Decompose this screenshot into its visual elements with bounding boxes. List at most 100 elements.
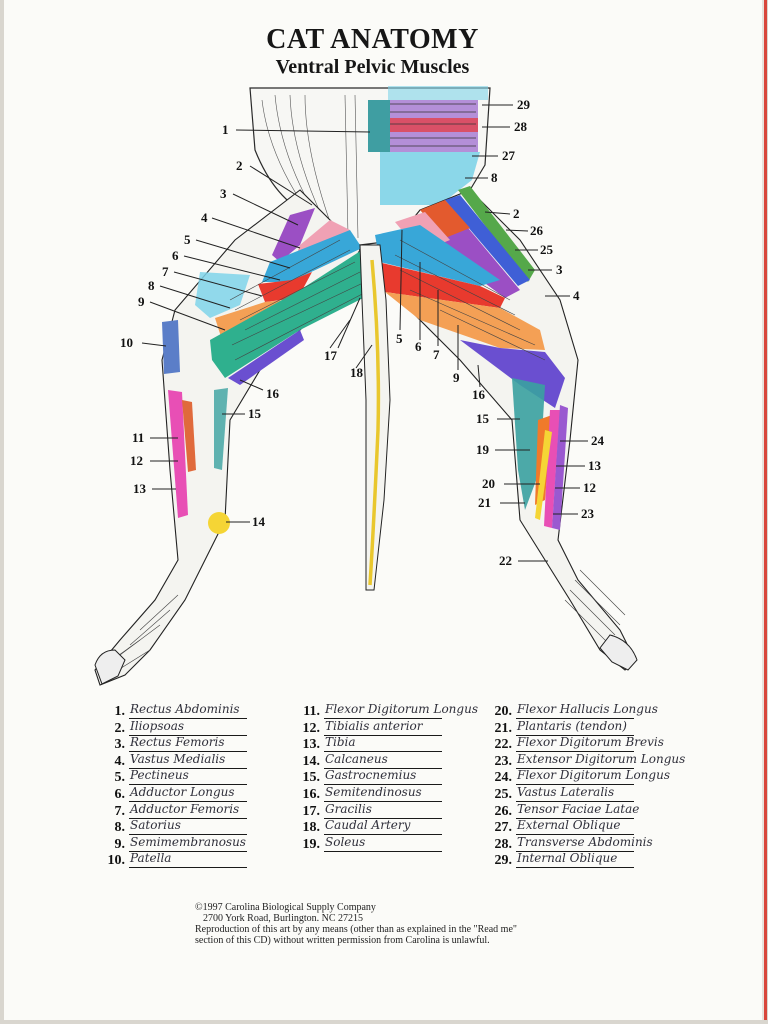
answer-text: Vastus Medialis	[130, 752, 225, 766]
left-calcaneus	[208, 512, 230, 534]
answer-number: 25.	[482, 787, 512, 803]
answer-number: 8.	[95, 820, 125, 836]
answer-number: 19.	[290, 837, 320, 853]
left-patella	[162, 320, 180, 374]
label-4-left: 4	[201, 210, 208, 225]
label-15-right: 15	[476, 411, 490, 426]
label-16-right: 16	[472, 387, 486, 402]
answer-row-19: 19.Soleus	[290, 837, 480, 854]
answer-number: 29.	[482, 853, 512, 869]
label-2-left: 2	[236, 158, 243, 173]
label-15-left: 15	[248, 406, 262, 421]
answer-text: Patella	[130, 851, 171, 865]
label-8-top: 8	[491, 170, 498, 185]
label-25: 25	[540, 242, 554, 257]
answer-text: Tibia	[325, 735, 356, 749]
answer-text: Plantaris (tendon)	[517, 719, 627, 733]
answer-number: 12.	[290, 721, 320, 737]
answer-number: 16.	[290, 787, 320, 803]
answer-text: Caudal Artery	[325, 818, 410, 832]
answer-number: 23.	[482, 754, 512, 770]
rectus-abdominis-band	[368, 100, 390, 152]
external-oblique-top	[388, 86, 488, 100]
label-13-left: 13	[133, 481, 147, 496]
label-24: 24	[591, 433, 605, 448]
label-6-right: 6	[415, 339, 422, 354]
answer-text: Vastus Lateralis	[517, 785, 614, 799]
label-7-right: 7	[433, 347, 440, 362]
label-9-left: 9	[138, 294, 145, 309]
answer-number: 4.	[95, 754, 125, 770]
label-27: 27	[502, 148, 516, 163]
label-21: 21	[478, 495, 491, 510]
answer-number: 13.	[290, 737, 320, 753]
answer-text: External Oblique	[517, 818, 620, 832]
label-2-right: 2	[513, 206, 520, 221]
answer-number: 1.	[95, 704, 125, 720]
answer-text: Tensor Faciae Latae	[517, 802, 639, 816]
answer-line	[516, 867, 634, 868]
answer-number: 22.	[482, 737, 512, 753]
answer-text: Iliopsoas	[130, 719, 184, 733]
answer-text: Pectineus	[130, 768, 189, 782]
label-11: 11	[132, 430, 144, 445]
label-9-right: 9	[453, 370, 460, 385]
right-foot	[600, 635, 637, 670]
label-1: 1	[222, 122, 229, 137]
answer-text: Flexor Digitorum Longus	[325, 702, 478, 716]
answer-text: Satorius	[130, 818, 181, 832]
label-28: 28	[514, 119, 528, 134]
answer-line	[324, 851, 442, 852]
answer-number: 26.	[482, 804, 512, 820]
answer-row-9: 9.Semimembranosus	[95, 837, 270, 854]
copyright-line-1: ©1997 Carolina Biological Supply Company	[195, 902, 635, 913]
answer-text: Internal Oblique	[517, 851, 617, 865]
label-7-left: 7	[162, 264, 169, 279]
answer-text: Flexor Hallucis Longus	[517, 702, 658, 716]
answer-text: Calcaneus	[325, 752, 388, 766]
copyright-line-2: 2700 York Road, Burlington. NC 27215	[195, 913, 635, 924]
answer-text: Rectus Abdominis	[130, 702, 240, 716]
answer-row-10: 10. Patella	[95, 853, 270, 870]
answer-number: 9.	[95, 837, 125, 853]
answer-text: Tibialis anterior	[325, 719, 423, 733]
label-3-left: 3	[220, 186, 227, 201]
answer-text: Gastrocnemius	[325, 768, 416, 782]
answer-row-18: 18. Caudal Artery	[290, 820, 480, 837]
answer-number: 14.	[290, 754, 320, 770]
answer-number: 15.	[290, 770, 320, 786]
label-5-right: 5	[396, 331, 403, 346]
copyright-notice: ©1997 Carolina Biological Supply Company…	[195, 902, 635, 946]
answer-number: 5.	[95, 770, 125, 786]
answer-text: Semitendinosus	[325, 785, 422, 799]
answer-text: Extensor Digitorum Longus	[517, 752, 685, 766]
answer-number: 18.	[290, 820, 320, 836]
label-3-right: 3	[556, 262, 563, 277]
answer-text: Flexor Digitorum Longus	[517, 768, 670, 782]
label-23: 23	[581, 506, 595, 521]
answer-text: Gracilis	[325, 802, 372, 816]
answer-number: 20.	[482, 704, 512, 720]
answer-number: 11.	[290, 704, 320, 720]
answer-number: 2.	[95, 721, 125, 737]
answer-number: 7.	[95, 804, 125, 820]
answer-row-16: 16. Semitendinosus	[290, 787, 480, 804]
label-18: 18	[350, 365, 364, 380]
answers-column-3: 20. Flexor Hallucis Longus 21. Plantaris (…	[482, 704, 682, 870]
internal-oblique-band	[388, 100, 478, 118]
answer-text: Rectus Femoris	[130, 735, 225, 749]
answer-number: 10.	[95, 853, 125, 869]
label-13-right: 13	[588, 458, 602, 473]
transverse-abdominis-band	[388, 118, 478, 132]
label-5-left: 5	[184, 232, 191, 247]
answer-text: Transverse Abdominis	[517, 835, 653, 849]
label-4-right: 4	[573, 288, 580, 303]
label-20: 20	[482, 476, 495, 491]
label-16-left: 16	[266, 386, 280, 401]
answer-row-7: 7.Adductor Femoris	[95, 804, 270, 821]
answer-text: Flexor Digitorum Brevis	[517, 735, 664, 749]
answer-number: 17.	[290, 804, 320, 820]
internal-oblique-band-lower	[388, 132, 478, 152]
answer-number: 21.	[482, 721, 512, 737]
